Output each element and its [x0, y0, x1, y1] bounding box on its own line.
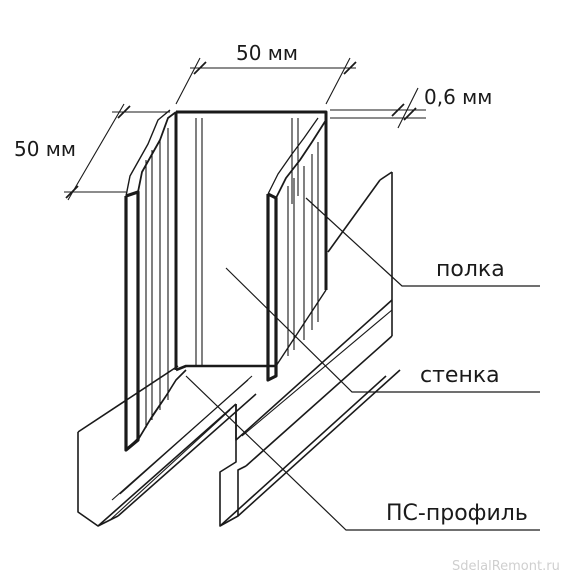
callout-leaders [185, 197, 540, 531]
callout-wall: стенка [420, 363, 500, 388]
callout-ps-profile: ПС-профиль [386, 501, 528, 526]
dimension-lines [64, 57, 426, 201]
ps-profile [124, 109, 328, 452]
dim-thickness-label: 0,6 мм [424, 85, 492, 109]
dim-width-label: 50 мм [236, 41, 298, 65]
callout-shelf: полка [436, 257, 505, 282]
dim-depth-label: 50 мм [14, 137, 76, 161]
watermark: SdelalRemont.ru [452, 559, 560, 574]
guide-rail [77, 171, 401, 527]
